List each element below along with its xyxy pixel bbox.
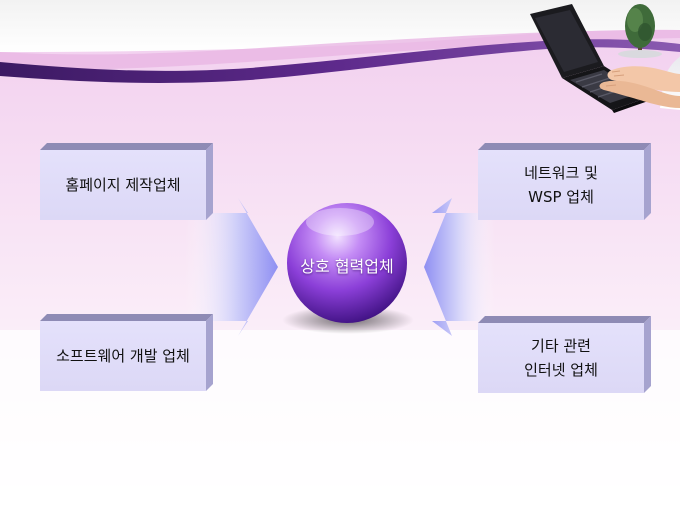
partner-label-bottom-left: 소프트웨어 개발 업체 — [56, 347, 190, 365]
hand-back — [607, 66, 680, 92]
hub-sphere-highlight — [306, 208, 374, 236]
laptop-icon — [530, 4, 680, 113]
partner-label-top-right: 네트워크 및 WSP 업체 — [524, 164, 598, 206]
partner-label-top-left: 홈페이지 제작업체 — [65, 176, 181, 194]
arrow-left-to-center — [185, 198, 278, 336]
header-wave-pink — [0, 30, 680, 71]
header-wave-dark — [0, 39, 680, 83]
header-band — [0, 0, 680, 83]
arrow-right-to-center — [424, 198, 495, 336]
partner-label-bottom-right: 기타 관련 인터넷 업체 — [524, 337, 598, 379]
partner-box-bottom-right — [478, 316, 651, 393]
partner-box-top-left — [40, 143, 213, 220]
tree-icon — [618, 4, 662, 58]
partner-box-top-right — [478, 143, 651, 220]
hub-label: 상호 협력업체 — [300, 257, 394, 276]
partner-box-bottom-left — [40, 314, 213, 391]
hub-sphere — [287, 203, 407, 323]
hand-front — [599, 80, 680, 108]
